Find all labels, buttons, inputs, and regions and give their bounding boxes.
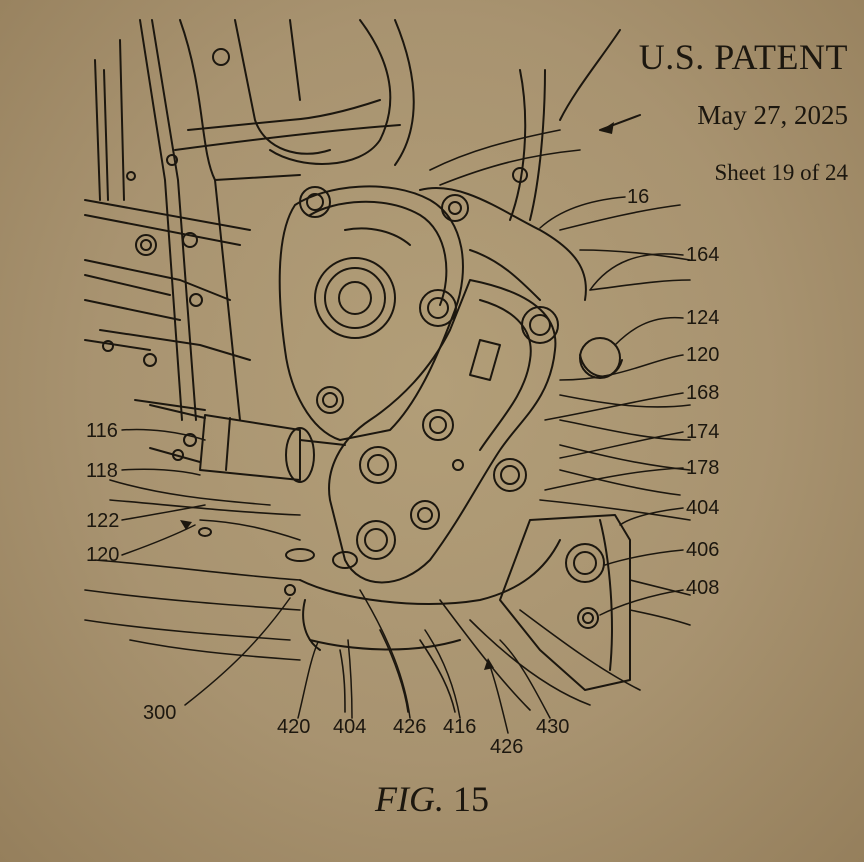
patent-date: May 27, 2025 [697, 100, 848, 130]
figure-caption: FIG. 15 [0, 778, 864, 820]
ref-label: 164 [686, 244, 720, 266]
figure-number: 15 [452, 779, 489, 819]
sheet-number: Sheet 19 of 24 [714, 160, 848, 185]
ref-label: 416 [443, 716, 477, 738]
central-housing [278, 185, 464, 441]
ref-label: 116 [86, 420, 118, 442]
upper-right-bracket [419, 29, 641, 379]
patent-title: U.S. PATENT [638, 37, 848, 77]
ref-label: 300 [143, 702, 177, 724]
upper-frame [126, 19, 415, 421]
ref-label: 120 [86, 544, 120, 566]
leader-lines [121, 196, 684, 734]
ref-label: 124 [686, 307, 720, 329]
ref-label: 168 [686, 382, 720, 404]
left-rails [84, 39, 251, 367]
figure-prefix: FIG. [375, 779, 444, 819]
ref-label: 408 [686, 577, 720, 599]
ref-label: 426 [490, 736, 524, 758]
actuator-cylinder [134, 399, 346, 483]
ref-label: 406 [686, 539, 720, 561]
ref-label: 118 [86, 460, 118, 482]
right-mounting-plate [499, 514, 631, 691]
ref-label: 404 [333, 716, 367, 738]
ref-label: 178 [686, 457, 720, 479]
ref-label: 16 [627, 186, 650, 208]
arrowheads [180, 122, 614, 670]
ref-label: 120 [686, 344, 720, 366]
contour-lines [84, 129, 691, 713]
link-arm [328, 279, 557, 584]
ref-label: 420 [277, 716, 311, 738]
ref-label: 404 [686, 497, 720, 519]
lower-member [198, 527, 561, 651]
ref-label: 426 [393, 716, 427, 738]
ref-label: 430 [536, 716, 570, 738]
ref-label: 174 [686, 421, 720, 443]
ref-label: 122 [86, 510, 120, 532]
